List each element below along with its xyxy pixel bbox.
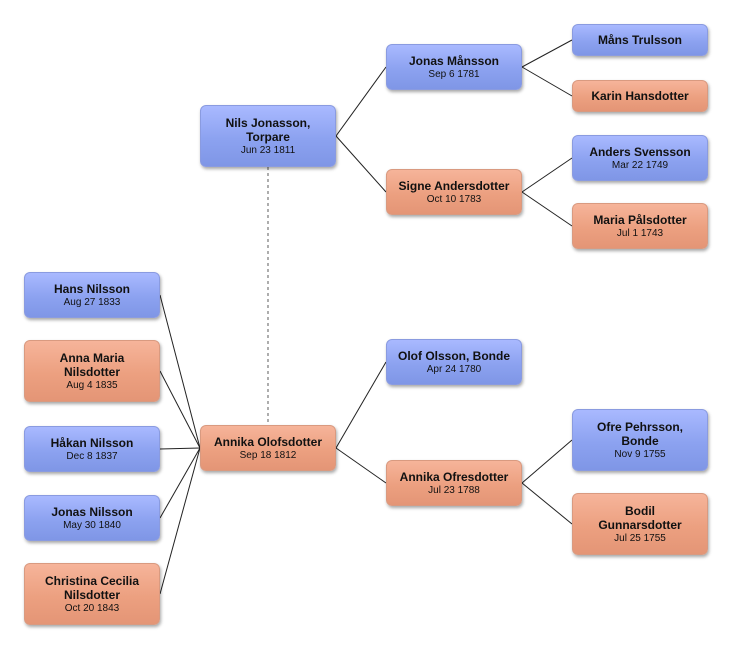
person-name: Ofre Pehrsson, Bonde <box>596 419 684 448</box>
person-box-olof-olsson[interactable]: Olof Olsson, Bonde Apr 24 1780 <box>386 339 522 385</box>
person-name: Nils Jonasson, Torpare <box>225 115 311 144</box>
person-box-mans-trulsson[interactable]: Måns Trulsson <box>572 24 708 56</box>
person-box-anna-maria-nilsdotter[interactable]: Anna Maria Nilsdotter Aug 4 1835 <box>24 340 160 402</box>
person-box-signe-andersdotter[interactable]: Signe Andersdotter Oct 10 1783 <box>386 169 522 215</box>
person-date: Jul 1 1743 <box>616 227 664 239</box>
connector-jonas_m-karin <box>521 66 573 97</box>
person-name: Håkan Nilsson <box>50 435 134 450</box>
connector-annika-olof <box>335 361 387 449</box>
person-date: Mar 22 1749 <box>611 159 669 171</box>
connector-annika-annika_o <box>335 447 387 484</box>
connector-christina-annika <box>159 447 201 595</box>
person-name: Karin Hansdotter <box>591 89 689 103</box>
person-name: Hans Nilsson <box>53 281 131 296</box>
connector-nils-signe <box>335 135 387 193</box>
person-date: Aug 4 1835 <box>66 379 118 391</box>
person-box-jonas-mansson[interactable]: Jonas Månsson Sep 6 1781 <box>386 44 522 90</box>
person-date: Jul 23 1788 <box>428 484 480 496</box>
person-date: Jul 25 1755 <box>614 532 666 544</box>
person-date: Oct 10 1783 <box>426 193 482 205</box>
person-box-hans-nilsson[interactable]: Hans Nilsson Aug 27 1833 <box>24 272 160 318</box>
connector-nils-jonas_m <box>335 66 387 137</box>
connector-annika_o-bodil <box>521 482 573 525</box>
person-date: May 30 1840 <box>63 519 121 531</box>
person-box-hakan-nilsson[interactable]: Håkan Nilsson Dec 8 1837 <box>24 426 160 472</box>
connector-jonas_n-annika <box>159 447 201 519</box>
person-date: Sep 18 1812 <box>239 449 297 461</box>
person-name: Måns Trulsson <box>597 33 683 47</box>
connector-signe-maria <box>521 191 573 227</box>
person-name: Olof Olsson, Bonde <box>397 348 510 363</box>
connector-hans-annika <box>159 294 201 449</box>
person-box-nils-jonasson[interactable]: Nils Jonasson, Torpare Jun 23 1811 <box>200 105 336 167</box>
person-box-bodil-gunnarsdotter[interactable]: Bodil Gunnarsdotter Jul 25 1755 <box>572 493 708 555</box>
person-name: Bodil Gunnarsdotter <box>598 503 682 532</box>
connector-jonas_m-mans <box>521 39 573 68</box>
person-name: Anders Svensson <box>589 144 691 159</box>
person-name: Annika Ofresdotter <box>399 469 509 484</box>
person-box-ofre-pehrsson[interactable]: Ofre Pehrsson, Bonde Nov 9 1755 <box>572 409 708 471</box>
person-date: Apr 24 1780 <box>426 363 482 375</box>
person-box-annika-olofsdotter[interactable]: Annika Olofsdotter Sep 18 1812 <box>200 425 336 471</box>
person-box-maria-palsdotter[interactable]: Maria Pålsdotter Jul 1 1743 <box>572 203 708 249</box>
person-name: Signe Andersdotter <box>398 178 510 193</box>
person-date: Dec 8 1837 <box>66 450 118 462</box>
person-box-karin-hansdotter[interactable]: Karin Hansdotter <box>572 80 708 112</box>
person-name: Christina Cecilia Nilsdotter <box>44 573 140 602</box>
connector-annika_o-ofre <box>521 439 573 484</box>
person-box-jonas-nilsson[interactable]: Jonas Nilsson May 30 1840 <box>24 495 160 541</box>
person-date: Nov 9 1755 <box>614 448 666 460</box>
person-box-christina-cecilia-nilsdotter[interactable]: Christina Cecilia Nilsdotter Oct 20 1843 <box>24 563 160 625</box>
person-box-annika-ofresdotter[interactable]: Annika Ofresdotter Jul 23 1788 <box>386 460 522 506</box>
person-name: Jonas Nilsson <box>51 504 133 519</box>
person-name: Jonas Månsson <box>408 53 500 68</box>
person-box-anders-svensson[interactable]: Anders Svensson Mar 22 1749 <box>572 135 708 181</box>
person-name: Anna Maria Nilsdotter <box>59 350 125 379</box>
connector-anna_maria-annika <box>159 370 201 449</box>
person-date: Jun 23 1811 <box>240 144 296 156</box>
person-date: Sep 6 1781 <box>428 68 480 80</box>
connector-signe-anders <box>521 157 573 193</box>
connector-hakan-annika <box>159 447 201 450</box>
person-date: Oct 20 1843 <box>64 602 120 614</box>
person-name: Annika Olofsdotter <box>213 434 322 449</box>
person-name: Maria Pålsdotter <box>593 212 687 227</box>
person-date: Aug 27 1833 <box>63 296 121 308</box>
